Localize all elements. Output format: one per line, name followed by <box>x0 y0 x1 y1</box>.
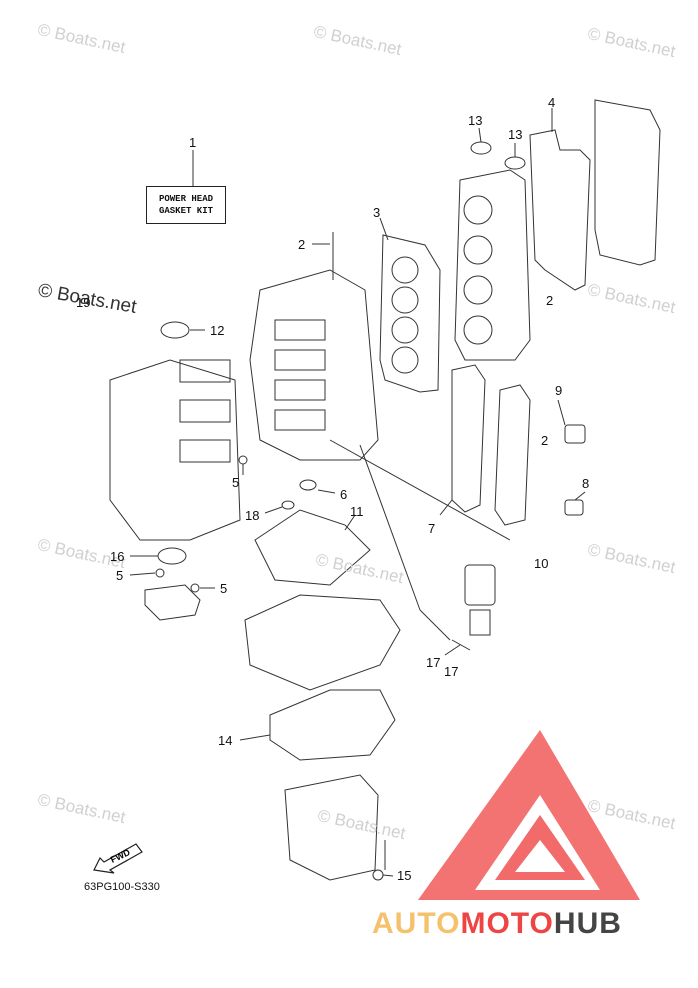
exhaust-cover <box>494 384 531 526</box>
callout-18: 18 <box>245 508 260 523</box>
brand-part-hub: HUB <box>553 907 622 940</box>
oil-filter <box>464 564 496 606</box>
callout-5b: 5 <box>116 568 124 583</box>
oil-seal-12 <box>160 321 190 339</box>
callout-19: 19 <box>76 295 91 310</box>
callout-12: 12 <box>210 323 225 338</box>
oil-pan <box>284 774 379 881</box>
crankcase <box>109 359 241 541</box>
brand-part-auto: AUTO <box>372 907 461 940</box>
callout-17a: 17 <box>426 655 441 670</box>
kit-label-line1: POWER HEAD <box>158 194 213 204</box>
callout-8: 8 <box>582 476 590 491</box>
callout-14: 14 <box>218 733 233 748</box>
oil-pump-housing <box>144 584 201 621</box>
callout-11: 11 <box>350 504 364 519</box>
callout-5a: 5 <box>232 475 240 490</box>
exhaust-cover-gasket <box>451 364 486 513</box>
thermostat-8 <box>564 499 584 516</box>
gasket-kit-label: POWER HEAD GASKET KIT <box>146 186 226 224</box>
brand-part-moto: MOTO <box>460 907 554 940</box>
callout-2b: 2 <box>546 293 554 308</box>
exhaust-manifold-gasket <box>254 509 371 586</box>
kit-label-line2: GASKET KIT <box>158 206 213 216</box>
callout-6: 6 <box>340 487 348 502</box>
seal-13b <box>504 156 526 170</box>
callout-4: 4 <box>548 95 556 110</box>
callout-2: 2 <box>298 237 306 252</box>
callout-5c: 5 <box>220 581 228 596</box>
callout-13a: 13 <box>468 113 483 128</box>
callout-16: 16 <box>110 549 125 564</box>
callout-2c: 2 <box>541 433 549 448</box>
seal-13a <box>470 141 492 155</box>
callout-9: 9 <box>555 383 563 398</box>
exhaust-guide-gasket <box>269 689 396 761</box>
callout-3: 3 <box>373 205 381 220</box>
forward-arrow-icon <box>93 843 143 874</box>
callout-1: 1 <box>189 135 197 150</box>
callout-13b: 13 <box>508 127 523 142</box>
diagram-code: 63PG100-S330 <box>84 881 160 893</box>
callout-7: 7 <box>428 521 436 536</box>
callout-17b: 17 <box>444 664 459 679</box>
logo-mark <box>418 730 640 900</box>
callout-10: 10 <box>534 556 549 571</box>
cylinder-block <box>249 269 379 461</box>
cylinder-head <box>454 169 531 361</box>
exhaust-guide <box>244 594 401 691</box>
thermostat-9 <box>564 424 586 444</box>
callout-15: 15 <box>397 868 412 883</box>
brand-logo-text: AUTOMOTOHUB <box>372 907 622 941</box>
head-gasket <box>379 234 441 393</box>
oil-seal-16 <box>157 547 187 565</box>
head-cover-gasket <box>529 129 591 291</box>
head-cover <box>594 99 661 266</box>
